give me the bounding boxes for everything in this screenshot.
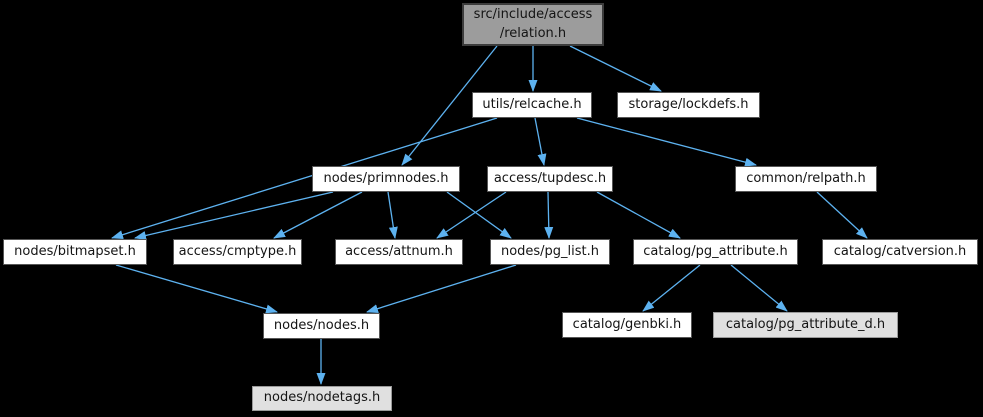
graph-node-lockdefs-h[interactable]: storage/lockdefs.h (617, 92, 760, 118)
graph-node-genbki-h[interactable]: catalog/genbki.h (562, 312, 692, 338)
graph-edge-relation-h-to-primnodes-h (401, 45, 498, 166)
graph-edge-relpath-h-to-catversion-h (816, 191, 868, 239)
graph-node-relcache-h[interactable]: utils/relcache.h (472, 92, 592, 118)
graph-node-pg-list-h[interactable]: nodes/pg_list.h (490, 239, 610, 265)
graph-node-bitmapset-h[interactable]: nodes/bitmapset.h (3, 239, 147, 265)
node-label: access/cmptype.h (178, 243, 297, 259)
node-label: nodes/pg_list.h (500, 243, 600, 259)
graph-edge-tupdesc-h-to-pg-list-h (544, 191, 554, 239)
node-label: catalog/genbki.h (572, 316, 682, 332)
graph-node-relpath-h[interactable]: common/relpath.h (735, 166, 877, 192)
node-label: nodes/nodes.h (273, 317, 370, 333)
node-label: nodes/nodetags.h (263, 390, 381, 406)
graph-node-attnum-h[interactable]: access/attnum.h (335, 239, 463, 265)
graph-node-primnodes-h[interactable]: nodes/primnodes.h (312, 166, 460, 192)
node-label: catalog/pg_attribute_d.h (725, 316, 886, 332)
graph-edge-primnodes-h-to-pg-list-h (446, 191, 512, 239)
graph-edge-tupdesc-h-to-attnum-h (436, 191, 507, 239)
node-label: storage/lockdefs.h (628, 96, 749, 112)
graph-node-pg-attribute-h[interactable]: catalog/pg_attribute.h (633, 239, 798, 265)
graph-node-nodetags-h: nodes/nodetags.h (252, 386, 392, 411)
graph-edge-primnodes-h-to-bitmapset-h (134, 191, 334, 240)
graph-node-relation-h: src/include/access/relation.h (462, 3, 604, 46)
graph-node-pg-attribute-d-h: catalog/pg_attribute_d.h (713, 312, 898, 338)
graph-node-cmptype-h[interactable]: access/cmptype.h (173, 239, 302, 265)
graph-edge-bitmapset-h-to-nodes-h (115, 264, 278, 314)
graph-node-tupdesc-h[interactable]: access/tupdesc.h (487, 166, 613, 192)
node-label: access/tupdesc.h (493, 170, 607, 186)
graph-edge-relcache-h-to-tupdesc-h (534, 117, 547, 166)
graph-node-catversion-h[interactable]: catalog/catversion.h (822, 239, 978, 265)
graph-edge-primnodes-h-to-cmptype-h (273, 191, 363, 239)
graph-edge-pg-attribute-h-to-genbki-h (642, 264, 701, 312)
graph-edge-relcache-h-to-relpath-h (576, 117, 757, 167)
graph-node-nodes-h[interactable]: nodes/nodes.h (263, 313, 380, 339)
node-label: common/relpath.h (746, 170, 866, 186)
node-label: src/include/access (473, 7, 593, 23)
node-label: catalog/pg_attribute.h (643, 243, 788, 259)
node-label: nodes/primnodes.h (323, 170, 449, 186)
graph-edge-pg-list-h-to-nodes-h (366, 264, 517, 313)
node-label: nodes/bitmapset.h (14, 243, 136, 259)
node-label: catalog/catversion.h (833, 243, 967, 259)
node-label: access/attnum.h (345, 243, 453, 259)
graph-edges (111, 45, 868, 385)
graph-edge-relcache-h-to-bitmapset-h (111, 117, 498, 240)
graph-edge-pg-attribute-h-to-pg-attribute-d-h (730, 264, 788, 312)
graph-edge-relation-h-to-lockdefs-h (569, 45, 662, 92)
node-label: /relation.h (499, 25, 567, 41)
graph-edge-primnodes-h-to-attnum-h (387, 191, 398, 239)
graph-edge-tupdesc-h-to-pg-attribute-h (596, 191, 681, 239)
node-label: utils/relcache.h (482, 96, 582, 112)
